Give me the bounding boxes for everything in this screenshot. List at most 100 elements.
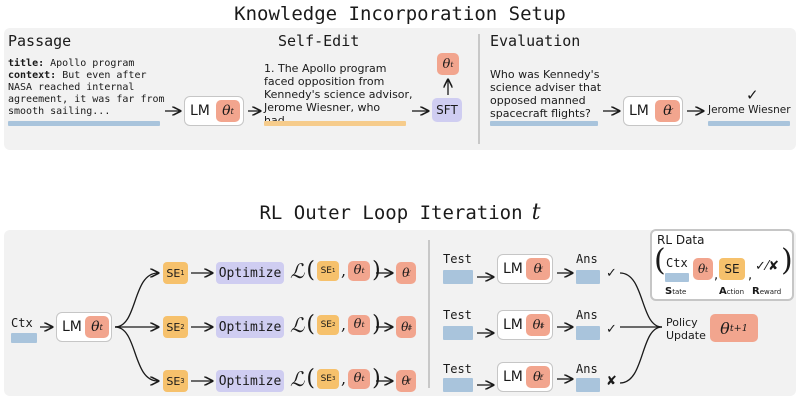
eval-lm-theta: θ′t [655,100,680,122]
eval-line-2: science adviser that [490,81,602,94]
rl-comma-2: , [748,268,753,283]
rl-paren-open: ( [654,243,666,278]
rl-comma-1: , [714,268,719,283]
selfedit-line-3: Kennedy's science advisor, [264,88,413,101]
passage-text: title: Apollo program context: But even … [8,58,178,118]
se-sub: 1 [180,269,185,277]
test-label-2: Test [443,308,472,322]
test-label-1: Test [443,252,472,266]
test-lm-label-1: LM [503,261,523,277]
ans-bar-2 [576,326,600,340]
top-title: Knowledge Incorporation Setup [234,3,566,25]
eval-line-1: Who was Kennedy's [490,68,600,81]
result-theta-1: θ′t [396,262,416,284]
rl-paren-close: ) [781,243,793,278]
passage-line-5: smooth sailing... [8,106,111,117]
check-icon: ✓ [746,86,759,104]
theta-sub: t [230,106,234,116]
rl-reward-icon: ✓⁄✘ [755,259,779,274]
rl-data-title: RL Data [657,233,705,247]
ans-bar-3 [576,378,600,392]
answer-text: Jerome Wiesner [708,104,791,116]
policy-line-2: Update [666,329,706,342]
test-lm-theta-1: θ′t [526,258,550,280]
eval-line-3: opposed manned [490,94,586,107]
theta-symbol: θ [222,103,231,119]
selfedit-line-2: faced opposition from [264,75,385,88]
test-lm-label-3: LM [503,369,523,385]
selfedit-header: Self-Edit [278,32,360,50]
test-bar-2 [443,326,473,340]
selfedit-line-1: 1. The Apollo program [264,62,387,75]
bottom-divider [428,240,430,388]
result-icon-2: ✓ [606,322,617,337]
bottom-title-text: RL Outer Loop Iteration [259,202,523,224]
test-bar-3 [443,378,473,392]
policy-update-label: Policy Update [666,316,706,342]
eval-lm-label: LM [629,103,649,119]
main-lm-label: LM [62,319,82,335]
eval-header: Evaluation [490,32,581,50]
ans-label-2: Ans [576,308,598,322]
ans-label-1: Ans [576,252,598,266]
bottom-title: RL Outer Loop Iteration t [0,200,800,225]
optimize-box-3: Optimize [216,370,284,392]
test-lm-theta-3: θ″t [526,366,550,388]
passage-title-value: Apollo program [44,58,135,69]
passage-context-label: context: [8,70,57,81]
result-icon-3: ✘ [606,374,617,389]
selfedit-text: 1. The Apollo program faced opposition f… [264,62,414,127]
passage-bar [8,121,160,126]
passage-line-3: NASA reached internal [8,82,135,93]
se-label: SE [166,266,181,280]
selfedit-bar [264,121,406,126]
top-lm-label: LM [190,103,210,119]
eval-line-4: spacecraft flights? [490,107,591,120]
theta-symbol: θ [663,103,672,119]
se-sub: 3 [180,377,185,385]
ctx-bar [11,333,37,343]
test-lm-theta-2: θ‡t [526,314,550,336]
rl-ctx-label: Ctx [666,256,688,270]
passage-title-label: title: [8,58,45,69]
rl-action-se: SE [719,258,745,280]
test-lm-label-2: LM [503,317,523,333]
result-theta-3: θ″t [396,370,416,392]
theta-sub: t [668,106,672,116]
passage-header: Passage [8,32,72,50]
rl-reward-caption: Reward [752,286,782,297]
theta-sub: t [99,322,103,332]
theta-symbol: θ [91,319,100,335]
top-divider [478,34,480,144]
top-panel [4,28,796,150]
se-sub: 2 [180,323,185,331]
rl-ctx-bar [665,273,689,282]
optimize-box-2: Optimize [216,316,284,338]
merge-1 [619,272,663,328]
passage-line-4: agreement, it was far from [8,94,165,105]
rl-action-caption: Action [719,286,745,297]
eval-text: Who was Kennedy's science adviser that o… [490,68,610,120]
rl-state-caption: State [665,286,687,297]
sft-box: SFT [432,98,462,122]
bottom-title-var: t [531,200,541,225]
ctx-label: Ctx [11,316,33,330]
result-theta-2: θ‡t [396,316,416,338]
test-bar-1 [443,270,473,284]
merge-3 [619,326,663,384]
passage-context-value: But even after [56,70,147,81]
